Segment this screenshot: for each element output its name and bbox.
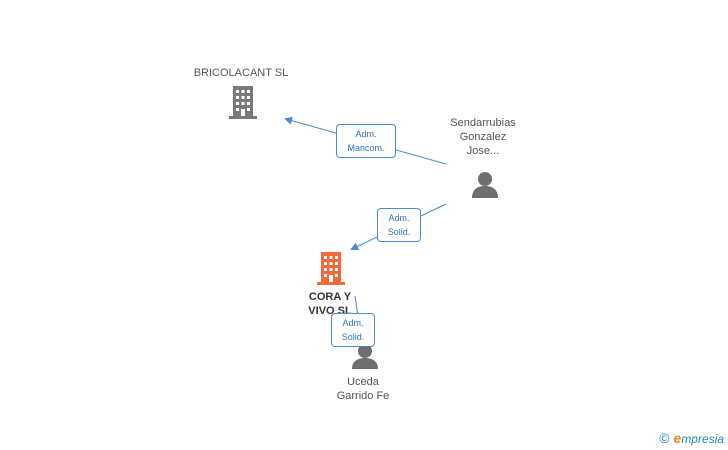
edge-label-line2: Solid.	[387, 227, 411, 237]
node-label-sendarrubias[interactable]: Sendarrubias Gonzalez Jose...	[423, 116, 543, 158]
building-main-icon[interactable]	[315, 250, 347, 286]
node-label-bricolacant[interactable]: BRICOLACANT SL	[170, 66, 312, 80]
empresia-logo[interactable]: © empresia	[659, 430, 724, 446]
brand-name: mpresia	[681, 432, 724, 446]
edge-label-adm-mancom[interactable]: Adm. Mancom.	[336, 124, 396, 158]
sendarrubias-line3: Jose...	[466, 145, 500, 157]
copyright-symbol: ©	[659, 430, 670, 446]
edge-label-adm-solid[interactable]: Adm. Solid.	[331, 313, 375, 347]
sendarrubias-line1: Sendarrubias	[450, 117, 516, 129]
person-icon[interactable]	[350, 342, 380, 370]
cora-line1: CORA Y	[308, 291, 352, 303]
edge-label-line2: Mancom.	[347, 143, 385, 153]
building-icon[interactable]	[227, 84, 259, 120]
edge-label-line1: Adm.	[355, 129, 377, 139]
brand-initial: e	[673, 430, 682, 446]
bricolacant-name: BRICOLACANT SL	[193, 67, 289, 79]
edge-label-adm-solid[interactable]: Adm. Solid.	[377, 208, 421, 242]
sendarrubias-line2: Gonzalez	[459, 131, 507, 143]
person-icon[interactable]	[470, 170, 500, 200]
uceda-line2: Garrido Fe	[336, 390, 390, 402]
uceda-line1: Uceda	[347, 376, 379, 388]
node-label-uceda[interactable]: Uceda Garrido Fe	[313, 375, 413, 403]
edge-label-line2: Solid.	[341, 332, 365, 342]
edge-label-line1: Adm.	[388, 213, 410, 223]
edge-label-line1: Adm.	[342, 318, 364, 328]
